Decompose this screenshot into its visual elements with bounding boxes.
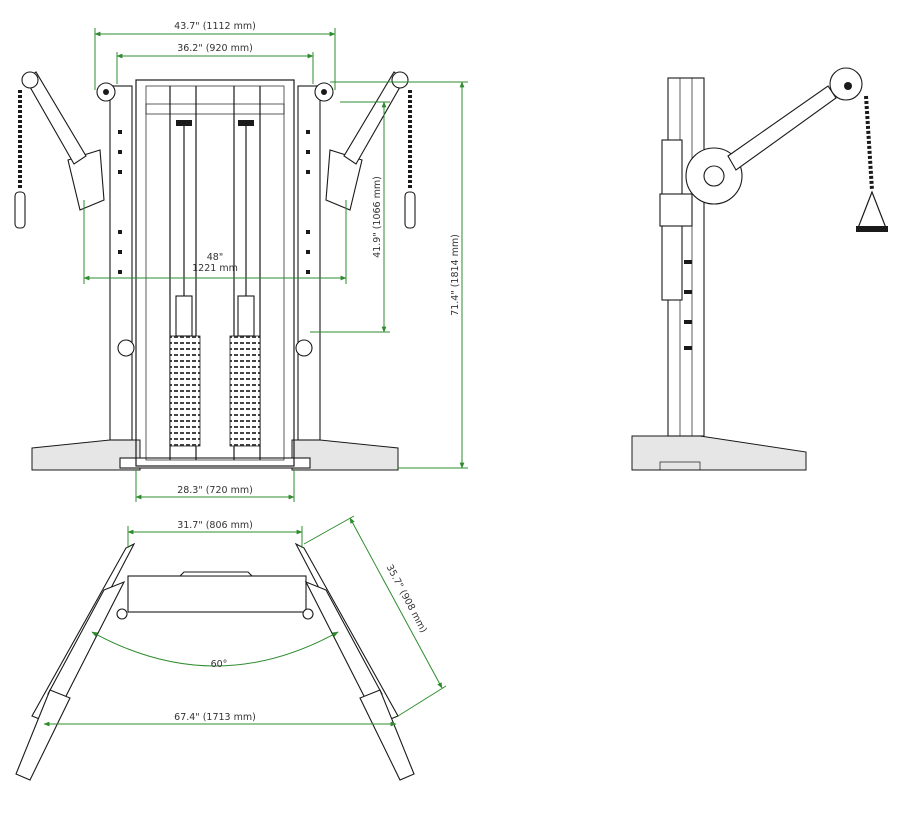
dim-front-base-width: 28.3" (720 mm) [177,485,253,496]
front-left-column [109,85,133,441]
side-arm [727,85,837,171]
front-base-left-foot [31,439,141,471]
dim-front-frame-width: 36.2" (920 mm) [177,43,253,54]
dim-front-pulley-span-mm: 1221 mm [192,263,238,274]
dim-front-overall-width: 43.7" (1112 mm) [174,21,256,32]
front-tower-outer [135,79,295,467]
front-base-center [119,457,311,469]
dim-front-arm-height: 41.9" (1066 mm) [372,176,383,258]
side-view [631,67,888,471]
weight-stack-right [229,335,261,447]
dim-front-pulley-span-in: 48" [207,252,223,263]
dim-top-frame-width: 31.7" (806 mm) [177,520,253,531]
top-frame [127,575,307,613]
dim-top-arm-length: 35.7" (908 mm) [384,563,429,635]
side-base [631,435,807,471]
front-right-column [297,85,321,441]
weight-stack-left [169,335,201,447]
front-view [14,71,416,471]
side-handle [857,190,887,229]
dim-top-overall-span: 67.4" (1713 mm) [174,712,256,723]
front-dimensions: 43.7" (1112 mm) 36.2" (920 mm) 48" 1221 … [83,21,468,502]
dim-front-total-height: 71.4" (1814 mm) [450,234,461,316]
dim-top-angle: 60° [211,659,228,670]
